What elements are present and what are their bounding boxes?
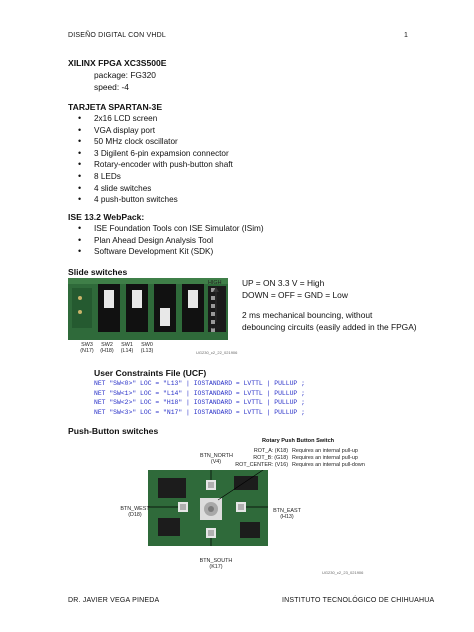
- slide-desc-down: DOWN = OFF = GND = Low: [242, 290, 348, 300]
- list-item: VGA display port: [78, 125, 233, 137]
- switch-label-sw0: SW0 (L13): [140, 342, 154, 354]
- btn-west-label: BTN_WEST (D18): [120, 506, 150, 518]
- rot-b-note: Requires an internal pull-up: [292, 455, 358, 461]
- slide-desc-debounce: debouncing circuits (easily added in the…: [242, 322, 417, 332]
- page-number: 1: [404, 32, 409, 39]
- slide-figure-id: UG230_c2_22_021906: [196, 350, 238, 355]
- rot-a-note: Requires an internal pull-up: [292, 448, 358, 454]
- btn-north-label: BTN_NORTH (V4): [200, 453, 233, 465]
- fpga-speed: speed: -4: [94, 82, 129, 92]
- ise-title: ISE 13.2 WebPack:: [68, 212, 145, 222]
- slide-switch-photo: [68, 278, 228, 340]
- ucf-line: NET "SW<1>" LOC = "L14" | IOSTANDARD = L…: [94, 389, 305, 397]
- ucf-line: NET "SW<2>" LOC = "H18" | IOSTANDARD = L…: [94, 399, 305, 406]
- footer-author: DR. JAVIER VEGA PINEDA: [68, 597, 160, 604]
- switch-label-sw2: SW2 (H18): [100, 342, 114, 354]
- rot-center-note: Requires an internal pull-down: [292, 462, 365, 468]
- btn-south-label: BTN_SOUTH (K17): [199, 558, 233, 570]
- list-item: ISE Foundation Tools con ISE Simulator (…: [78, 223, 264, 235]
- list-item: 3 Digilent 6-pin expamsion connector: [78, 148, 233, 160]
- push-button-board-photo: [148, 470, 268, 546]
- list-item: 4 slide switches: [78, 183, 233, 195]
- ise-tool-list: ISE Foundation Tools con ISE Simulator (…: [78, 223, 264, 258]
- footer-institution: INSTITUTO TECNOLÓGICO DE CHIHUAHUA: [282, 597, 435, 604]
- list-item: 4 push-button switches: [78, 194, 233, 206]
- list-item: 8 LEDs: [78, 171, 233, 183]
- slide-desc-up: UP = ON 3.3 V = High: [242, 278, 325, 288]
- rot-center-pin: ROT_CENTER: (V16): [235, 462, 288, 468]
- list-item: Software Development Kit (SDK): [78, 246, 264, 258]
- up-down-arrow-icon: [213, 287, 219, 322]
- switch-bodies: [98, 284, 204, 332]
- rotary-title: Rotary Push Button Switch: [262, 438, 335, 444]
- header-title: DISEÑO DIGITAL CON VHDL: [68, 32, 166, 39]
- switch-label-sw3: SW3 (N17): [80, 342, 94, 354]
- btn-east-label: BTN_EAST (H13): [273, 508, 301, 520]
- rot-b-pin: ROT_B: (G18): [253, 455, 288, 461]
- ucf-line: NET "SW<3>" LOC = "N17" | IOSTANDARD = L…: [94, 408, 305, 416]
- push-button-title: Push-Button switches: [68, 426, 159, 436]
- rot-a-pin: ROT_A: (K18): [253, 448, 288, 454]
- board-title: TARJETA SPARTAN-3E: [68, 102, 163, 112]
- switch-label-sw1: SW1 (L14): [120, 342, 134, 354]
- ucf-line: NET "SW<0>" LOC = "L13" | IOSTANDARD = L…: [94, 380, 305, 387]
- list-item: 2x16 LCD screen: [78, 113, 233, 125]
- high-label: HIGH: [208, 280, 222, 286]
- list-item: 50 MHz clock oscillator: [78, 136, 233, 148]
- list-item: Plan Ahead Design Analysis Tool: [78, 235, 264, 247]
- board-feature-list: 2x16 LCD screen VGA display port 50 MHz …: [78, 113, 233, 206]
- fpga-title: XILINX FPGA XC3S500E: [68, 58, 167, 68]
- ucf-title: User Constraints File (UCF): [94, 368, 207, 378]
- slide-desc-bounce: 2 ms mechanical bouncing, without: [242, 310, 373, 320]
- push-figure-id: UG230_c2_23_021906: [322, 570, 364, 575]
- slide-switches-title: Slide switches: [68, 267, 128, 277]
- fpga-package: package: FG320: [94, 70, 156, 80]
- ucf-code-block: NET "SW<0>" LOC = "L13" | IOSTANDARD = L…: [94, 380, 305, 418]
- list-item: Rotary-encoder with push-button shaft: [78, 159, 233, 171]
- low-label: LOW: [208, 325, 221, 331]
